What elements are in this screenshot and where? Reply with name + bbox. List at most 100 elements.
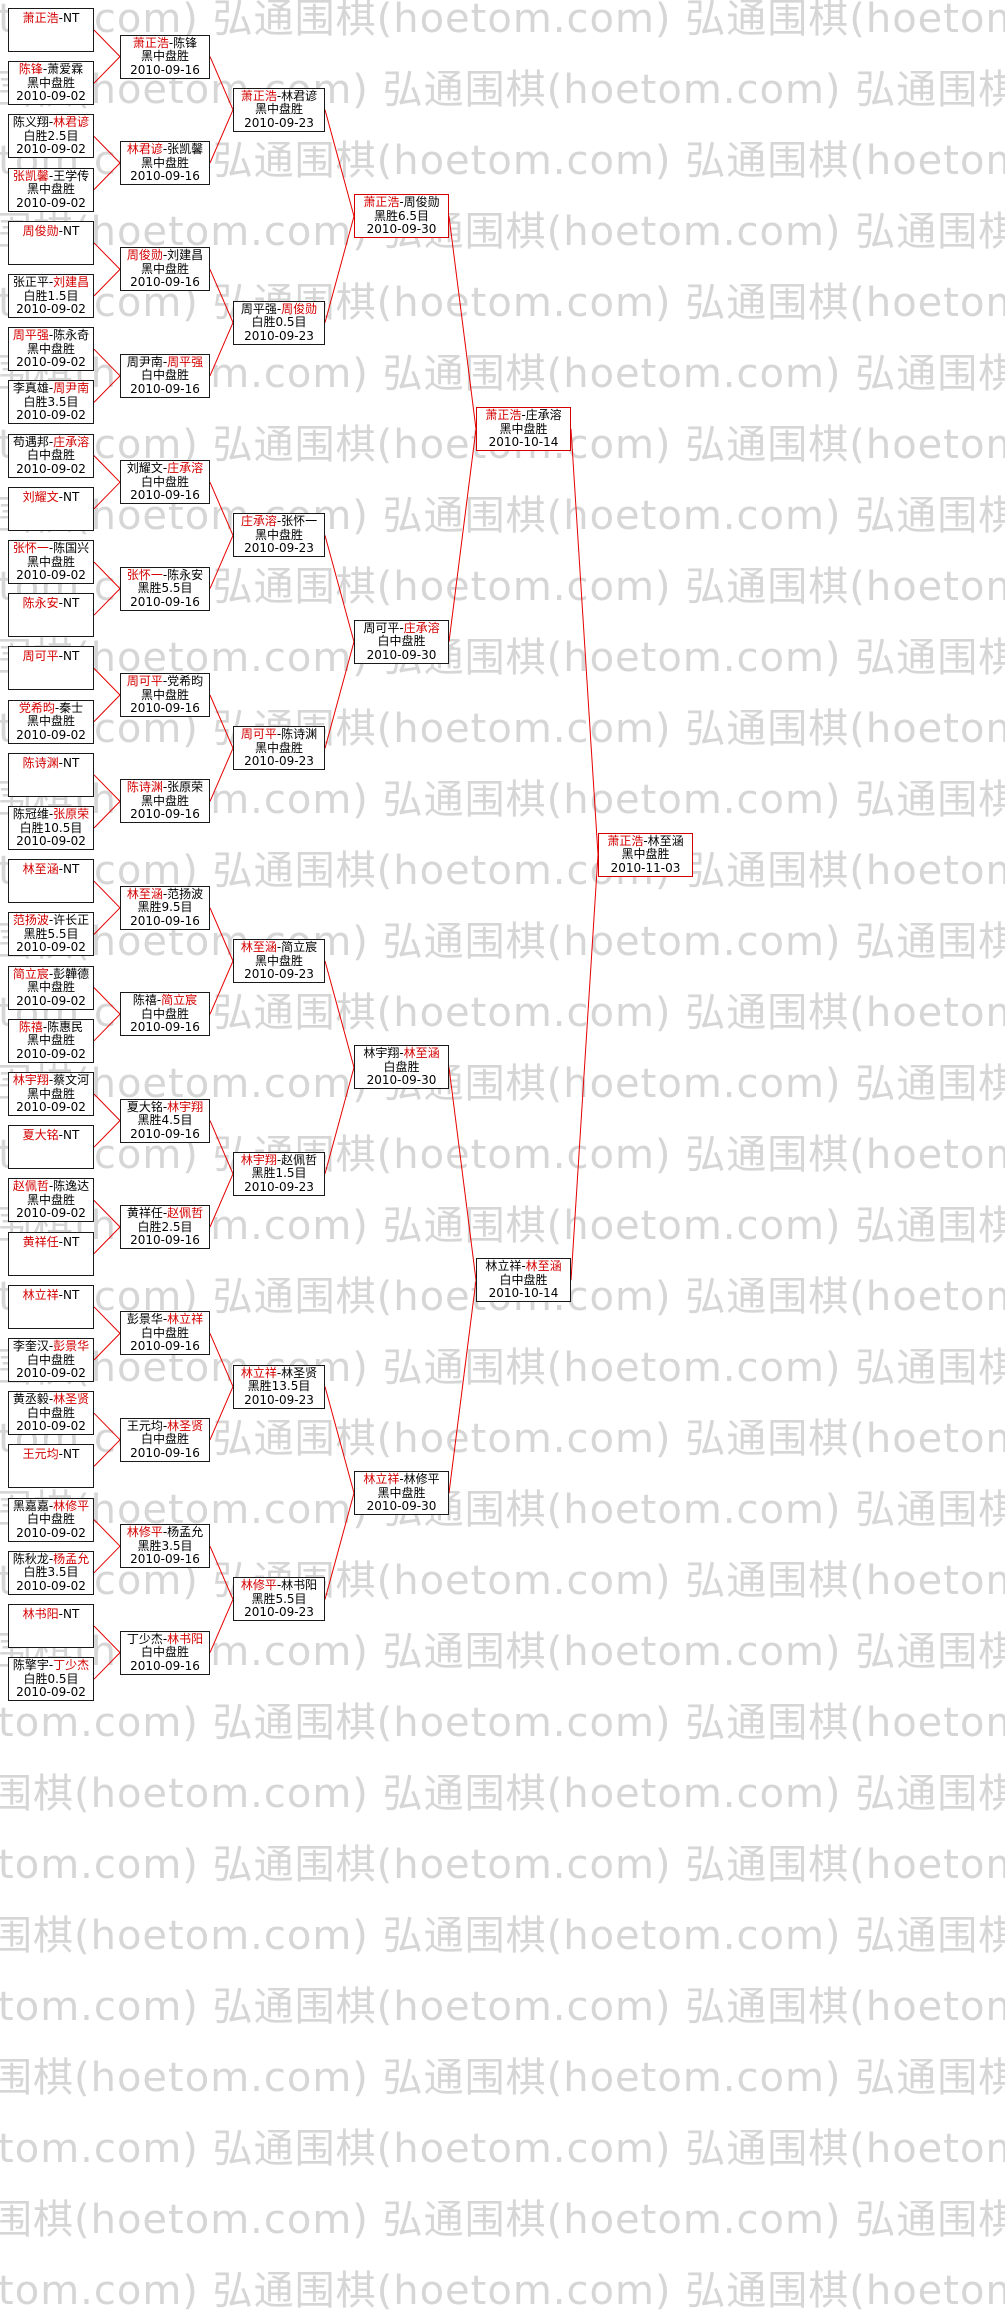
bye-box-r1-m10: 刘耀文-NT (8, 486, 94, 531)
match-players: 林修平-林书阳 (240, 1578, 318, 1593)
player-a: 李奎汉 (12, 1339, 49, 1353)
player-b: 彭景华 (53, 1339, 90, 1353)
match-players: 林君谚-张凯馨 (126, 142, 204, 156)
player-b: 林立祥 (167, 1312, 204, 1327)
player-a: 林至涵 (126, 886, 163, 901)
match-result: 白胜1.5目 (23, 288, 79, 303)
match-players: 李奎汉-彭景华 (12, 1339, 90, 1353)
player-b: 许长正 (53, 913, 90, 928)
match-result: 白中盘胜 (26, 1352, 75, 1367)
match-players: 萧正浩-周俊勋 (363, 195, 440, 210)
match-result: 黑胜1.5目 (251, 1166, 307, 1181)
match-date: 2010-09-23 (244, 541, 314, 556)
player-b: 张怀一 (281, 514, 318, 529)
player-a: 苟遇邦 (12, 434, 49, 449)
player-a: 陈义翔 (12, 115, 49, 130)
player-a: 夏大铭 (126, 1099, 163, 1114)
match-date: 2010-09-02 (16, 461, 86, 476)
match-date: 2010-09-30 (366, 1073, 437, 1088)
match-players: 张正平-刘建昌 (12, 275, 90, 289)
match-result: 白中盘胜 (140, 1006, 189, 1021)
player-b: 林至涵 (525, 1259, 562, 1274)
player-b: 陈诗渊 (281, 727, 318, 742)
bye-box-r1-m22: 夏大铭-NT (8, 1125, 94, 1170)
player-b: NT (63, 11, 80, 25)
player-b: 陈逸达 (53, 1179, 90, 1194)
player-a: 刘耀文 (22, 489, 59, 504)
match-result: 白胜2.5目 (137, 1219, 193, 1234)
match-players: 林立祥-林至涵 (485, 1259, 562, 1274)
match-date: 2010-09-16 (130, 275, 200, 290)
match-players: 丁少杰-林书阳 (126, 1631, 204, 1646)
match-date: 2010-09-02 (16, 1419, 86, 1434)
match-players: 陈诗渊-张原荣 (126, 780, 204, 795)
match-players: 周可平-NT (22, 649, 80, 664)
player-a: 林宇翔 (363, 1046, 400, 1061)
player-b: 蔡文河 (53, 1073, 90, 1087)
match-date: 2010-10-14 (488, 1286, 559, 1301)
match-players: 王元均-林圣贤 (126, 1418, 204, 1433)
match-players: 周可平-陈诗渊 (240, 727, 318, 742)
match-date: 2010-09-16 (130, 488, 200, 503)
player-a: 林书阳 (22, 1607, 59, 1621)
match-players: 陈禧-陈惠民 (18, 1019, 84, 1034)
player-a: 黄祥任 (22, 1234, 59, 1249)
player-b: 刘建昌 (53, 275, 90, 289)
player-a: 周尹南 (126, 354, 163, 369)
player-a: 张正平 (12, 275, 49, 289)
match-date: 2010-09-30 (366, 222, 437, 237)
match-players: 林修平-杨孟允 (126, 1525, 204, 1540)
player-b: 张凯馨 (167, 142, 204, 156)
match-date: 2010-09-16 (130, 1552, 200, 1567)
player-a: 周俊勋 (22, 223, 59, 238)
match-date: 2010-09-23 (244, 1605, 314, 1620)
player-b: 庄承溶 (403, 620, 440, 635)
match-result: 黑胜5.5目 (23, 926, 79, 941)
player-b: NT (63, 1607, 80, 1621)
player-a: 张怀一 (12, 541, 49, 555)
player-a: 萧正浩 (607, 833, 644, 848)
match-date: 2010-09-23 (244, 328, 314, 343)
match-players: 周平强-周俊勋 (240, 301, 318, 316)
player-a: 党希昀 (18, 700, 55, 715)
match-result: 黑中盘胜 (26, 714, 75, 729)
player-b: 周平强 (167, 354, 204, 369)
player-b: 陈惠民 (47, 1019, 84, 1034)
player-a: 陈禧 (18, 1019, 43, 1034)
player-b: NT (63, 596, 80, 611)
match-date: 2010-09-02 (16, 1685, 86, 1700)
match-date: 2010-09-23 (244, 1392, 314, 1407)
player-b: 简立宸 (161, 993, 198, 1008)
player-b: 刘建昌 (167, 248, 204, 263)
player-b: 林书阳 (281, 1578, 318, 1593)
player-b: 陈永安 (167, 567, 204, 582)
bye-box-r1-m5: 周俊勋-NT (8, 220, 94, 265)
match-players: 赵佩哲-陈逸达 (12, 1179, 90, 1194)
player-a: 林立祥 (240, 1365, 277, 1380)
player-a: 范扬波 (12, 913, 49, 928)
player-b: 范扬波 (167, 886, 204, 901)
bye-box-r1-m24: 黄祥任-NT (8, 1231, 94, 1276)
player-b: NT (63, 489, 80, 504)
match-players: 周俊勋-刘建昌 (126, 248, 204, 263)
player-b: 王学传 (53, 168, 90, 183)
watermark-text: 弘通围棋(hoetom.com) 弘通围棋(hoetom.com) 弘通围棋(h… (0, 1842, 1005, 1888)
match-players: 陈禧-简立宸 (132, 993, 198, 1008)
match-date: 2010-09-02 (16, 408, 86, 423)
player-a: 简立宸 (12, 966, 49, 981)
match-result: 黑胜13.5目 (247, 1379, 311, 1394)
